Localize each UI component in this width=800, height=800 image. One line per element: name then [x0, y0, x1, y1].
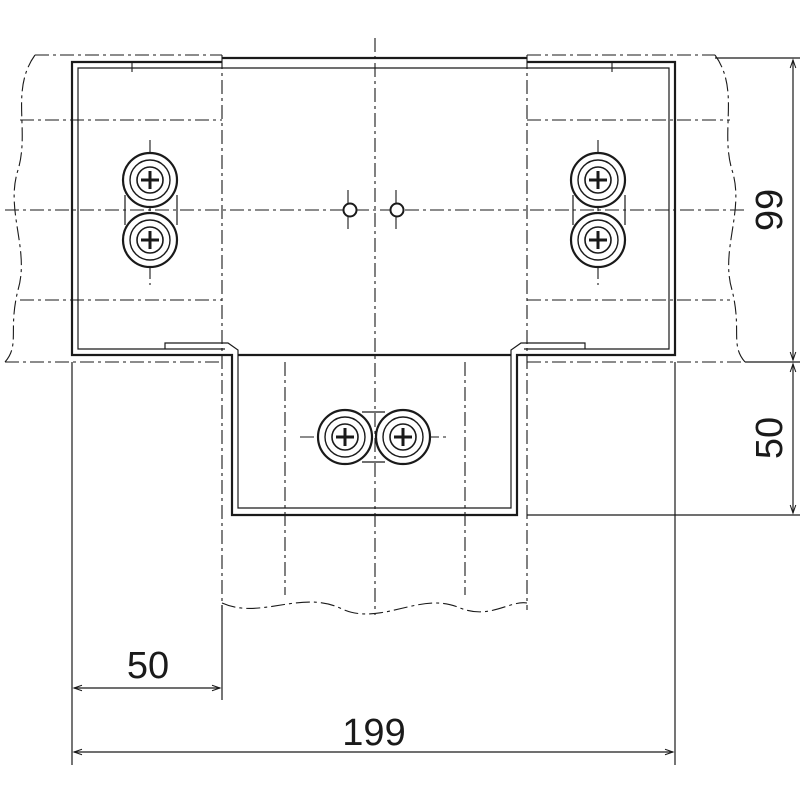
center-holes — [342, 202, 405, 218]
screw-pair-left — [121, 151, 179, 269]
screw-icon — [569, 211, 627, 269]
screw-icon — [121, 211, 179, 269]
dimension-label-offset: 50 — [127, 645, 169, 687]
phantom-lines — [5, 38, 745, 615]
t-piece-body — [70, 56, 677, 517]
screw-icon — [569, 151, 627, 209]
screw-icon — [374, 408, 432, 466]
hole-icon — [342, 202, 358, 218]
dimension-label-width: 199 — [342, 712, 405, 754]
screw-icon — [316, 408, 374, 466]
screw-pair-right — [569, 151, 627, 269]
break-lines — [4, 54, 746, 615]
dimension-total-width: 199 — [71, 362, 676, 765]
dimension-label-height: 99 — [749, 189, 791, 231]
dimension-branch-offset: 50 — [72, 605, 223, 700]
screw-pair-bottom — [316, 408, 432, 466]
hole-icon — [389, 202, 405, 218]
dimension-label-depth: 50 — [749, 417, 791, 459]
dimension-main-height: 99 — [715, 57, 800, 363]
screw-icon — [121, 151, 179, 209]
dimension-branch-depth: 50 — [527, 362, 800, 516]
